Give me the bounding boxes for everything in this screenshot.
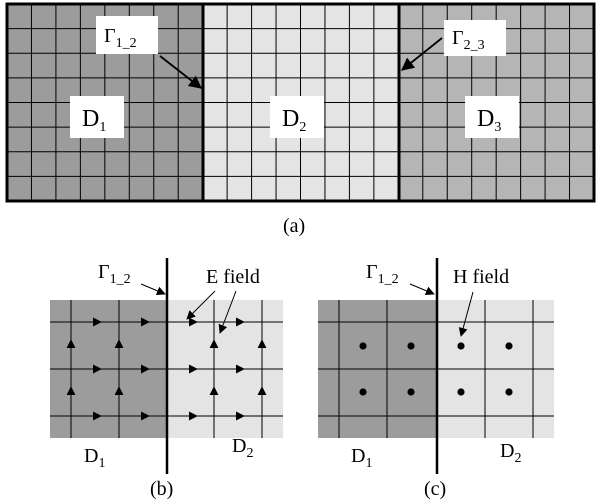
caption-a: (a) — [283, 215, 305, 237]
label-box-gamma-1-2 — [96, 16, 158, 54]
arrow-gamma-1-2-b — [140, 283, 166, 296]
h-field-dot — [457, 342, 465, 350]
h-field-dot — [359, 342, 367, 350]
h-field-dots — [359, 342, 513, 396]
label-d2-c: D2 — [500, 440, 521, 466]
arrow-gamma-1-2 — [159, 55, 203, 89]
h-field-dot — [457, 388, 465, 396]
panel-b: Γ1_2 E field D1 D2 — [50, 258, 283, 474]
label-d3: D3 — [477, 106, 501, 135]
label-box-d3 — [465, 96, 519, 138]
h-field-dot — [359, 388, 367, 396]
label-d2: D2 — [282, 106, 306, 135]
arrow-gamma-2-3 — [400, 37, 443, 71]
panel-c: Γ1_2 H field D1 D2 — [318, 258, 554, 474]
e-field-pointer-2 — [218, 290, 237, 334]
h-field-dot — [505, 388, 513, 396]
panel-a: D1 D2 D3 Γ1_2 Γ2_3 — [5, 2, 596, 203]
panel-a-border — [5, 2, 596, 203]
label-box-d2 — [270, 96, 324, 138]
label-d2-b: D2 — [232, 435, 253, 461]
label-d1: D1 — [82, 106, 106, 135]
h-field-pointer — [458, 291, 474, 337]
h-field-dot — [407, 388, 415, 396]
label-gamma-1-2-b: Γ1_2 — [98, 261, 131, 287]
caption-c: (c) — [424, 478, 446, 500]
e-field-arrows — [66, 317, 267, 421]
h-field-label: H field — [453, 266, 509, 288]
label-d1-c: D1 — [351, 445, 372, 471]
label-box-gamma-2-3 — [444, 20, 506, 56]
h-field-dot — [407, 342, 415, 350]
label-gamma-2-3: Γ2_3 — [452, 27, 485, 53]
label-gamma-1-2-c: Γ1_2 — [366, 261, 399, 287]
e-field-label: E field — [206, 266, 260, 288]
label-box-d1 — [70, 96, 124, 138]
label-gamma-1-2: Γ1_2 — [104, 25, 137, 51]
e-field-pointer-1 — [186, 290, 216, 320]
h-field-dot — [505, 342, 513, 350]
label-d1-b: D1 — [84, 445, 105, 471]
caption-b: (b) — [150, 478, 173, 500]
arrow-gamma-1-2-c — [409, 283, 435, 296]
